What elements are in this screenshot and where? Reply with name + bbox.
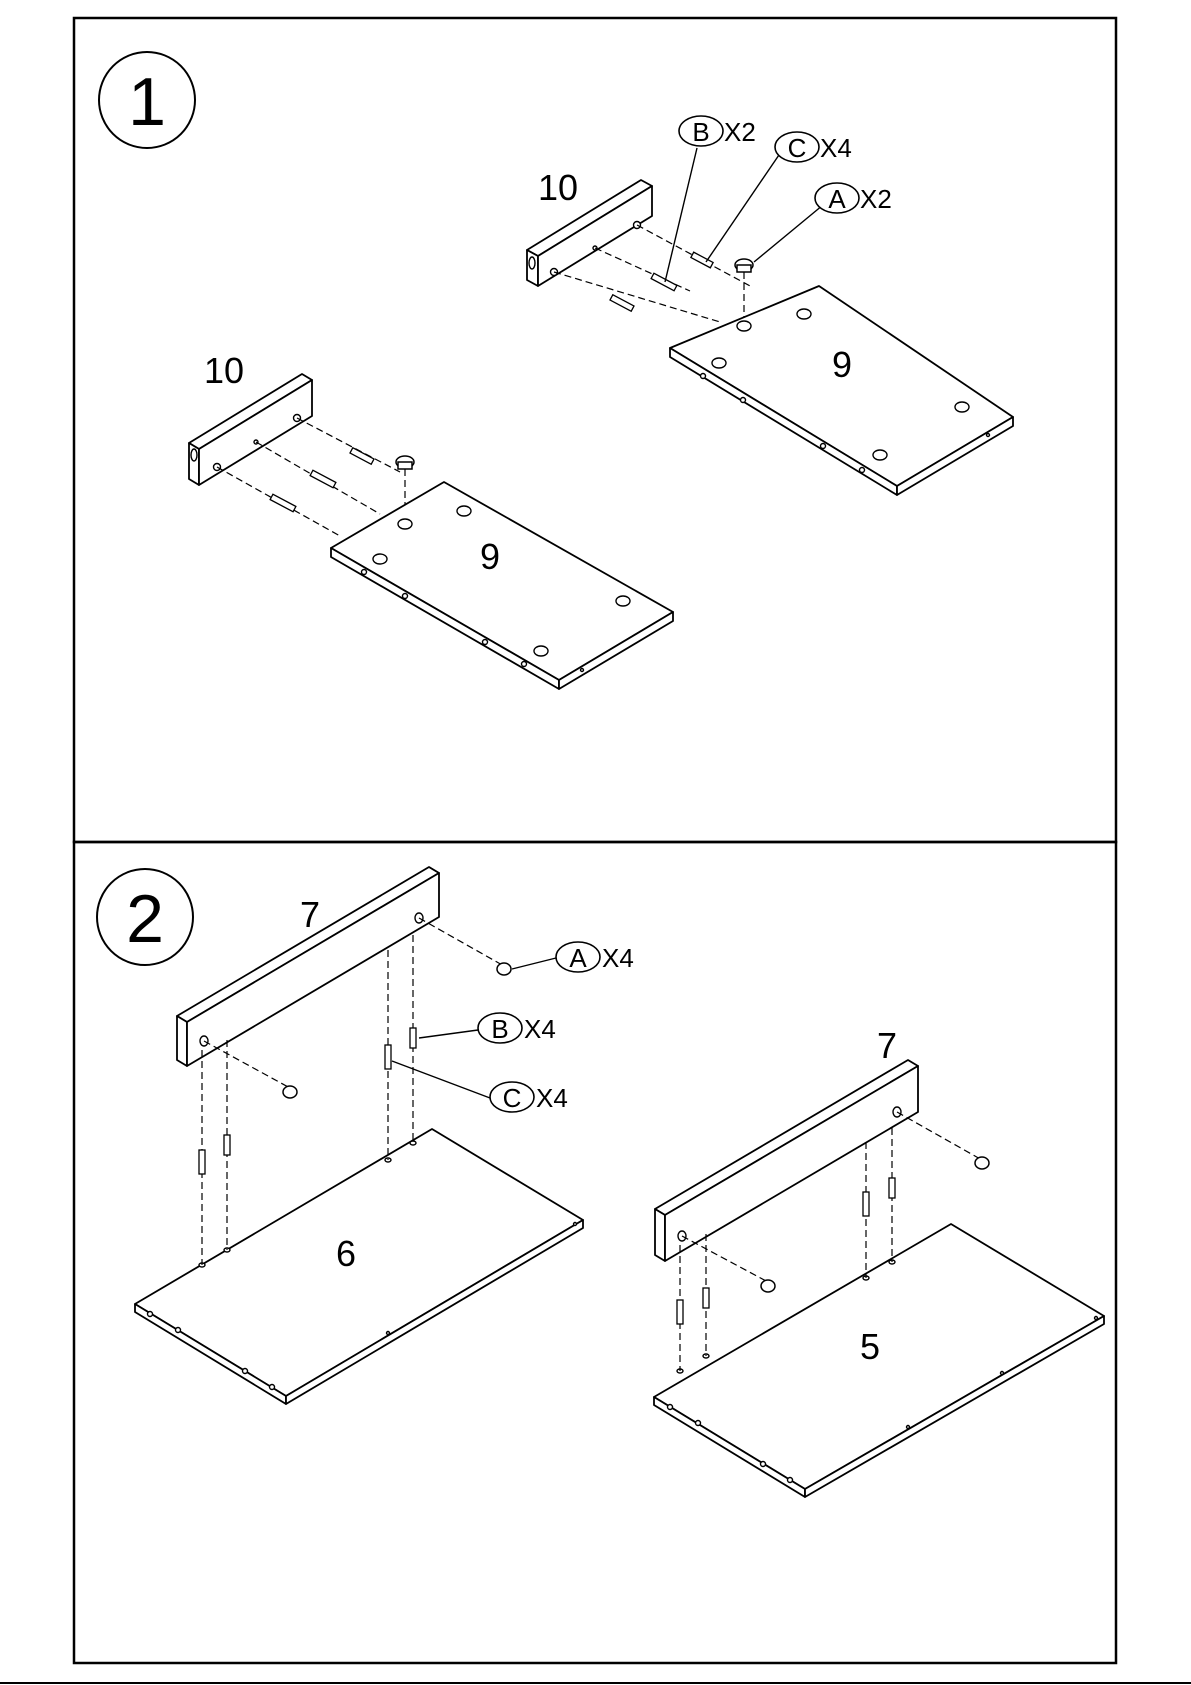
board-9-lower [331, 482, 673, 689]
step-1-assembly-right: B X2 C X4 A X2 10 9 [527, 116, 1013, 495]
step-2-assembly-right: 7 5 [654, 1025, 1104, 1497]
rail-7-right [655, 1060, 918, 1261]
board-9-upper [670, 286, 1013, 495]
cam-lock-a-left-2 [497, 963, 511, 975]
part-label-10-lower: 10 [204, 350, 244, 391]
part-label-5: 5 [860, 1326, 880, 1367]
callout-a-x2-step1: A X2 [815, 183, 892, 214]
part-label-10-upper: 10 [538, 167, 578, 208]
dowel-c-right-2 [863, 1192, 869, 1216]
hardware-letter: C [788, 133, 807, 163]
bolt-b-right-1 [703, 1288, 709, 1308]
hardware-letter: B [491, 1014, 508, 1044]
cam-lock-a-right-1 [761, 1280, 775, 1292]
step-1-number: 1 [128, 64, 166, 140]
hardware-letter: C [503, 1083, 522, 1113]
hardware-qty: X4 [602, 943, 634, 973]
bolt-b-right-2 [889, 1178, 895, 1198]
dowel-c-lower-1 [270, 494, 296, 512]
hardware-qty: X2 [860, 184, 892, 214]
hardware-letter: A [828, 184, 846, 214]
hardware-letter: A [569, 943, 587, 973]
callout-a-x4-step2: A X4 [556, 942, 634, 973]
dowel-c-upper-1 [610, 295, 634, 312]
part-label-9-lower: 9 [480, 536, 500, 577]
step-1-assembly-left: 10 9 [189, 350, 673, 689]
cam-lock-a-left-1 [283, 1086, 297, 1098]
hardware-letter: B [692, 117, 709, 147]
bolt-b-left-2 [410, 1028, 416, 1048]
callout-c-x4-step2: C X4 [490, 1082, 568, 1113]
part-label-7-left: 7 [300, 894, 320, 935]
dowel-c-right-1 [677, 1300, 683, 1324]
hardware-qty: X2 [724, 117, 756, 147]
step-2-assembly-left: 7 6 [135, 867, 583, 1404]
hardware-qty: X4 [524, 1014, 556, 1044]
bolt-b-lower [310, 470, 336, 488]
callout-c-x4-step1: C X4 [775, 132, 852, 163]
callout-b-x2-step1: B X2 [679, 116, 756, 147]
part-label-9-upper: 9 [832, 344, 852, 385]
step-2-badge: 2 [97, 869, 193, 965]
step-2-number: 2 [126, 881, 164, 957]
part-label-7-right: 7 [877, 1025, 897, 1066]
hardware-qty: X4 [536, 1083, 568, 1113]
dowel-c-upper-2 [691, 252, 713, 268]
dowel-c-left-1 [199, 1150, 205, 1174]
part-label-6: 6 [336, 1233, 356, 1274]
step-1-badge: 1 [99, 52, 195, 148]
bolt-b-left-1 [224, 1135, 230, 1155]
callout-b-x4-step2: B X4 [478, 1013, 556, 1044]
dowel-c-left-2 [385, 1045, 391, 1069]
bolt-b-upper [651, 273, 677, 291]
cam-lock-a-right-2 [975, 1157, 989, 1169]
hardware-qty: X4 [820, 133, 852, 163]
